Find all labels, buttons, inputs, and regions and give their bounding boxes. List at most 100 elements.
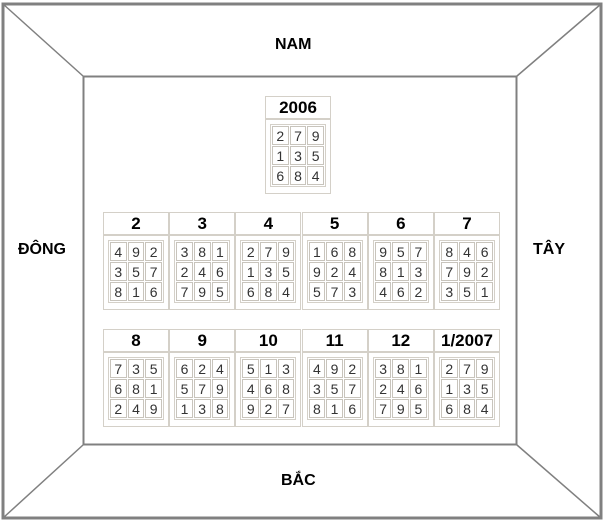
star-number: 1 xyxy=(476,282,493,301)
star-number: 9 xyxy=(127,242,145,261)
direction-south: NAM xyxy=(275,36,312,53)
star-number: 9 xyxy=(326,359,343,378)
star-number: 3 xyxy=(127,359,145,378)
star-number: 8 xyxy=(289,166,307,185)
star-number: 5 xyxy=(242,359,260,378)
star-number: 5 xyxy=(458,282,476,301)
star-number: 6 xyxy=(343,399,361,418)
star-number: 6 xyxy=(110,379,127,398)
star-number: 8 xyxy=(308,399,326,418)
star-number: 1 xyxy=(326,399,343,418)
star-number: 3 xyxy=(110,262,127,281)
star-number: 9 xyxy=(307,126,324,145)
star-number: 7 xyxy=(110,359,127,378)
star-number: 4 xyxy=(127,399,145,418)
star-number: 3 xyxy=(343,282,361,301)
star-number: 2 xyxy=(441,359,458,378)
star-number: 9 xyxy=(242,399,260,418)
block-title: 11 xyxy=(302,330,367,353)
star-number: 1 xyxy=(242,262,260,281)
star-number: 2 xyxy=(476,262,493,281)
star-number: 5 xyxy=(476,379,493,398)
star-number: 3 xyxy=(260,262,277,281)
star-number: 2 xyxy=(110,399,127,418)
star-number: 5 xyxy=(326,379,343,398)
star-number: 7 xyxy=(458,359,476,378)
star-number: 7 xyxy=(176,282,193,301)
star-number: 3 xyxy=(277,359,295,378)
star-number: 3 xyxy=(193,399,211,418)
star-number: 9 xyxy=(374,242,392,261)
star-number: 6 xyxy=(476,242,493,261)
star-number: 5 xyxy=(145,359,162,378)
star-number: 6 xyxy=(211,262,229,281)
star-number: 5 xyxy=(307,146,324,165)
star-number: 4 xyxy=(392,379,410,398)
star-number: 5 xyxy=(410,399,427,418)
star-number: 3 xyxy=(308,379,326,398)
block-title: 2006 xyxy=(266,97,330,120)
star-number: 1 xyxy=(211,242,229,261)
star-number: 3 xyxy=(176,242,193,261)
star-number: 6 xyxy=(410,379,427,398)
star-number: 2 xyxy=(176,262,193,281)
star-number: 6 xyxy=(392,282,410,301)
star-number: 5 xyxy=(308,282,326,301)
star-number: 6 xyxy=(260,379,277,398)
direction-east: ĐÔNG xyxy=(18,241,66,258)
star-number: 8 xyxy=(277,379,295,398)
star-number: 7 xyxy=(343,379,361,398)
block-title: 1/2007 xyxy=(435,330,499,353)
star-number: 5 xyxy=(127,262,145,281)
star-number: 7 xyxy=(289,126,307,145)
block-title: 9 xyxy=(170,330,235,353)
star-number: 6 xyxy=(272,166,289,185)
star-number: 2 xyxy=(145,242,162,261)
star-number: 4 xyxy=(277,282,295,301)
star-number: 5 xyxy=(277,262,295,281)
star-number: 9 xyxy=(193,282,211,301)
star-number: 7 xyxy=(374,399,392,418)
star-number: 4 xyxy=(374,282,392,301)
star-number: 9 xyxy=(476,359,493,378)
block-title: 6 xyxy=(368,213,433,236)
star-number: 1 xyxy=(145,379,162,398)
star-number: 4 xyxy=(308,359,326,378)
block-title: 4 xyxy=(236,213,301,236)
star-number: 6 xyxy=(176,359,193,378)
star-number: 5 xyxy=(176,379,193,398)
star-number: 9 xyxy=(458,262,476,281)
star-number: 8 xyxy=(441,242,458,261)
star-number: 4 xyxy=(476,399,493,418)
star-number: 8 xyxy=(110,282,127,301)
star-number: 2 xyxy=(260,399,277,418)
star-number: 3 xyxy=(410,262,427,281)
star-number: 7 xyxy=(193,379,211,398)
star-number: 9 xyxy=(392,399,410,418)
block-title: 8 xyxy=(104,330,168,353)
star-number: 8 xyxy=(458,399,476,418)
star-number: 1 xyxy=(260,359,277,378)
star-number: 2 xyxy=(410,282,427,301)
star-number: 7 xyxy=(277,399,295,418)
